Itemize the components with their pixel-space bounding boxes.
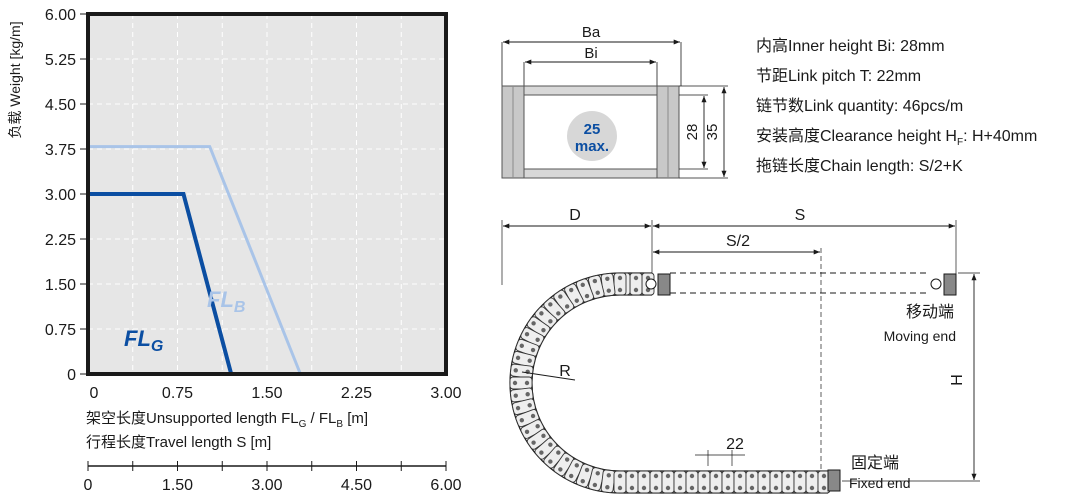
spec-list: 内高Inner height Bi: 28mm 节距Link pitch T: … — [756, 37, 1037, 175]
chain-inner-edge — [531, 294, 828, 472]
chain-link — [575, 278, 594, 303]
chain-link — [613, 272, 627, 296]
chain-link — [757, 470, 771, 494]
s2-label: S/2 — [726, 233, 750, 250]
chain-link — [600, 272, 616, 297]
top-crossbar — [523, 85, 658, 96]
x-tick-label-unsupported: 2.25 — [341, 385, 372, 402]
y-tick-label: 0 — [67, 367, 76, 384]
chain-link — [625, 470, 639, 494]
fixed-end-bracket — [827, 469, 841, 492]
x-tick-labels-travel: 0 1.50 3.00 4.50 6.00 — [84, 477, 462, 494]
bi-label: Bi — [584, 45, 597, 62]
spec-link-quantity: 链节数Link quantity: 46pcs/m — [756, 97, 963, 115]
chain-link — [805, 470, 819, 494]
pitch-label: 22 — [726, 436, 744, 453]
spec-link-pitch: 节距Link pitch T: 22mm — [756, 67, 921, 85]
chain-link — [564, 458, 584, 483]
chain-link — [673, 470, 687, 494]
moving-end-en: Moving end — [884, 328, 956, 344]
fixed-end-en: Fixed end — [849, 475, 910, 491]
s-label: S — [795, 207, 806, 224]
moving-end-cn: 移动端 — [906, 303, 954, 321]
chain-link — [697, 470, 711, 494]
r-label: R — [559, 363, 571, 380]
moving-end-far-pin-icon — [930, 278, 942, 290]
y-tick-label: 6.00 — [45, 7, 76, 24]
outer-height-label: 35 — [704, 124, 721, 141]
chain-links — [509, 272, 831, 494]
series-line-flg — [88, 192, 234, 375]
chain-layout-diagram: D S S/2 R 22 H 移动端 Moving end 固定端 Fixed … — [501, 207, 980, 494]
max-cable-number: 25 — [584, 121, 601, 138]
spec-inner-height: 内高Inner height Bi: 28mm — [756, 37, 945, 55]
x-tick-label-travel: 6.00 — [430, 477, 461, 494]
x-axis-label-unsupported: 架空长度Unsupported length FLG / FLB [m] — [86, 410, 368, 430]
chain-link — [509, 363, 534, 379]
bottom-crossbar — [523, 168, 658, 179]
y-tick-label: 0.75 — [45, 322, 76, 339]
chain-link — [515, 338, 540, 357]
series-label-flg: FLG — [124, 326, 163, 355]
chain-link — [526, 316, 551, 338]
chain-link — [543, 445, 566, 469]
chain-link — [733, 470, 747, 494]
y-tick-label: 2.25 — [45, 232, 76, 249]
x-tick-label-unsupported: 0.75 — [162, 385, 193, 402]
x-tick-label-unsupported: 0 — [90, 385, 99, 402]
x-tick-label-travel: 3.00 — [251, 477, 282, 494]
chain-link — [509, 387, 534, 403]
x-tick-label-travel: 4.50 — [341, 477, 372, 494]
series-line-flb — [88, 145, 302, 375]
x-tick-label-travel: 0 — [84, 477, 93, 494]
chain-link — [685, 470, 699, 494]
chain-link — [721, 470, 735, 494]
x-axis-label-travel: 行程长度Travel length S [m] — [86, 434, 271, 451]
y-tick-labels: 6.00 5.25 4.50 3.75 3.00 2.25 1.50 0.75 0 — [45, 7, 88, 384]
x-tick-label-travel: 1.50 — [162, 477, 193, 494]
x-tick-label-unsupported: 1.50 — [251, 385, 282, 402]
inner-height-label: 28 — [684, 124, 701, 141]
moving-end-pin-icon — [645, 278, 657, 290]
chain-link — [637, 470, 651, 494]
chain-link — [661, 470, 675, 494]
y-tick-label: 1.50 — [45, 277, 76, 294]
series-label-flb: FLB — [207, 287, 245, 316]
x-tick-label-unsupported: 3.00 — [430, 385, 461, 402]
chain-link — [613, 470, 627, 494]
max-cable-text: max. — [575, 138, 609, 155]
chain-link — [769, 470, 783, 494]
d-label: D — [569, 207, 581, 224]
travel-axis-ticks — [87, 461, 447, 471]
chain-link — [817, 470, 831, 494]
cross-section-diagram: Ba Bi 25 max. 28 35 — [501, 24, 728, 179]
load-chart: 6.00 5.25 4.50 3.75 3.00 2.25 1.50 0.75 0 0 0.75 1… — [7, 7, 462, 494]
chain-link — [509, 376, 533, 390]
series-lines — [88, 145, 302, 375]
x-tick-labels-unsupported: 0 0.75 1.50 2.25 3.00 — [90, 385, 462, 402]
spec-clearance-height: 安装高度Clearance height HF: H+40mm — [756, 127, 1037, 148]
chain-link — [793, 470, 807, 494]
chain-link — [629, 272, 643, 296]
chain-link — [781, 470, 795, 494]
moving-end-bracket-far — [943, 273, 957, 296]
moving-end-bracket — [657, 273, 671, 296]
chain-link — [515, 409, 540, 428]
chain-link — [649, 470, 663, 494]
chain-link — [745, 470, 759, 494]
y-tick-label: 4.50 — [45, 97, 76, 114]
spec-chain-length: 拖链长度Chain length: S/2+K — [756, 157, 963, 175]
chain-link — [709, 470, 723, 494]
y-tick-label: 3.00 — [45, 187, 76, 204]
fixed-end-cn: 固定端 — [851, 454, 899, 472]
h-label: H — [949, 374, 966, 386]
chain-link — [600, 469, 616, 494]
y-axis-label: 负载 Weight [kg/m] — [7, 21, 23, 138]
max-cable-badge — [567, 111, 617, 161]
ba-label: Ba — [582, 24, 601, 41]
radius-line — [521, 371, 576, 381]
y-tick-label: 5.25 — [45, 52, 76, 69]
y-tick-label: 3.75 — [45, 142, 76, 159]
